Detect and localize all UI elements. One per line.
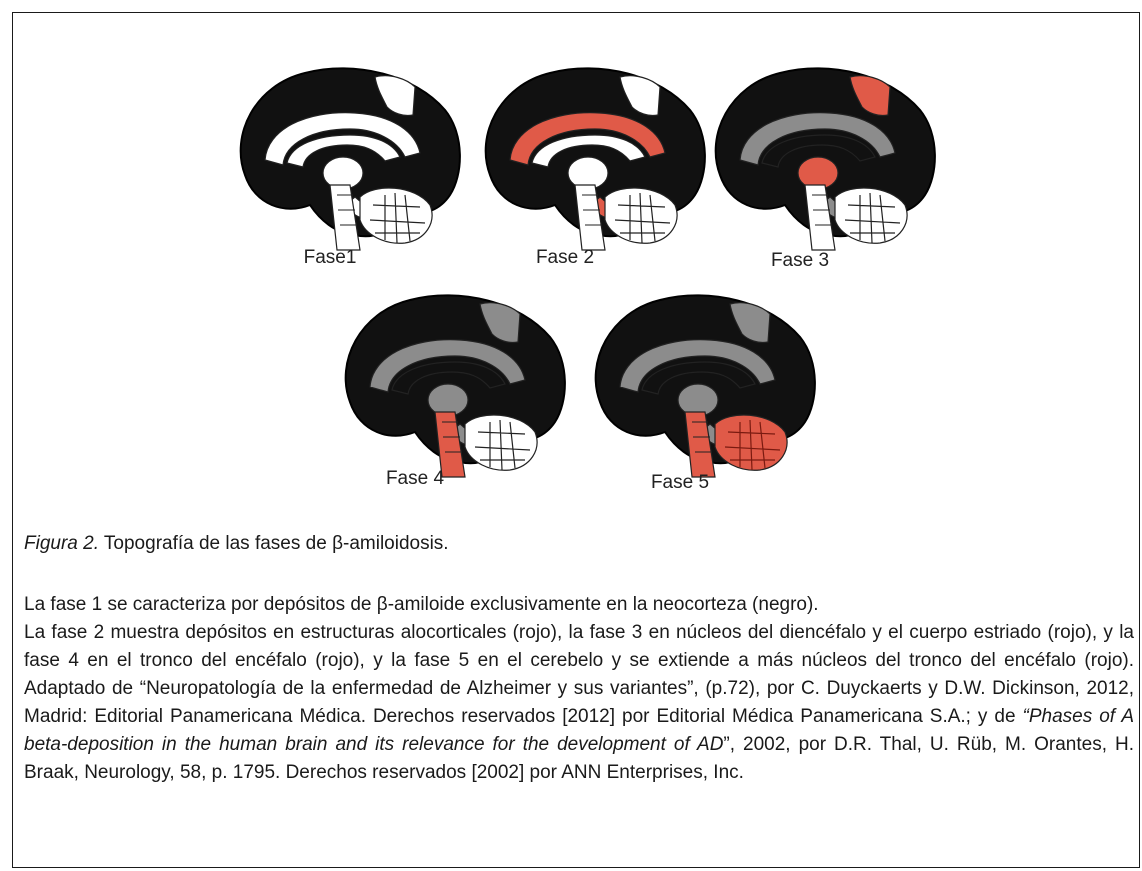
dien-region	[568, 157, 608, 189]
paragraph2-text-a: La fase 2 muestra depósitos en estructur…	[24, 622, 1134, 727]
figure-caption: Figura 2. Topografía de las fases de β-a…	[24, 530, 449, 558]
description-paragraph-1: La fase 1 se caracteriza por depósitos d…	[24, 591, 1134, 619]
stage-label-3: Fase 3	[750, 250, 850, 272]
dien-region	[428, 384, 468, 416]
stage-label-1: Fase1	[280, 247, 380, 269]
brain-stage-5-illustration	[580, 282, 820, 482]
stage-label-2: Fase 2	[515, 247, 615, 269]
description-paragraph-2: La fase 2 muestra depósitos en estructur…	[24, 619, 1134, 787]
dien-region	[798, 157, 838, 189]
stage-label-4: Fase 4	[365, 468, 465, 490]
figure-title: Topografía de las fases de β-amiloidosis…	[99, 533, 449, 554]
dien-region	[323, 157, 363, 189]
dien-region	[678, 384, 718, 416]
figure-label: Figura 2.	[24, 533, 99, 554]
brain-stage-3-illustration	[700, 55, 940, 255]
brain-stage-1-illustration	[225, 55, 465, 255]
brain-stage-2-illustration	[470, 55, 710, 255]
stage-label-5: Fase 5	[630, 472, 730, 494]
brain-stage-4-illustration	[330, 282, 570, 482]
